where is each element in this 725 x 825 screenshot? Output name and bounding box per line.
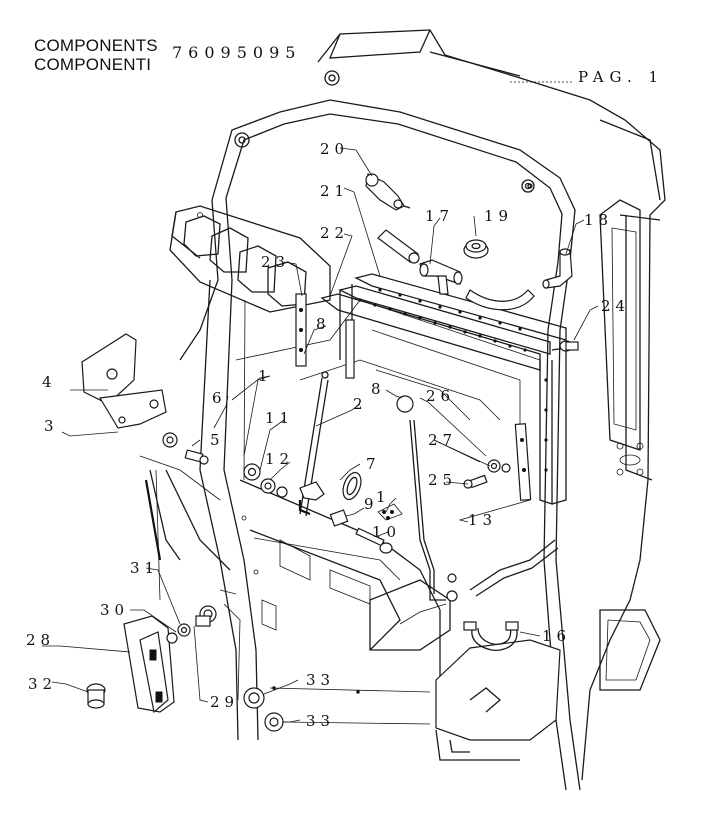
cab-rear-shell <box>317 29 666 781</box>
window-seal <box>235 299 541 500</box>
callout-30: 30 <box>100 601 130 619</box>
callout-20: 20 <box>320 140 350 158</box>
callout-29: 29 <box>210 693 240 711</box>
hose-curved <box>465 289 535 311</box>
callout-10: 10 <box>372 523 402 541</box>
callout-24: 24 <box>601 297 631 315</box>
tank-cover <box>435 639 561 761</box>
callout-28: 28 <box>26 631 56 649</box>
hinge-28 <box>123 615 175 714</box>
callout-12: 12 <box>265 450 295 468</box>
callout-1b: 1 <box>376 488 391 506</box>
strap-16 <box>463 621 519 651</box>
seal-holes <box>358 288 548 472</box>
strip-13 <box>514 423 532 501</box>
callout-21: 21 <box>320 182 350 200</box>
washers-33 <box>243 686 431 732</box>
callout-18: 18 <box>584 211 614 229</box>
title-componenti: COMPONENTI <box>34 55 152 74</box>
hinge-plate-4 <box>81 333 167 429</box>
callout-5: 5 <box>210 431 225 449</box>
callout-27: 27 <box>428 431 458 449</box>
bolts-9-10 <box>329 503 403 554</box>
callout-9: 9 <box>364 495 379 513</box>
callout-22: 22 <box>320 224 350 242</box>
callout-8b: 8 <box>371 380 386 398</box>
hose-sleeve <box>377 229 420 264</box>
grommet-19 <box>463 239 489 259</box>
callout-13: 13 <box>468 511 498 529</box>
callout-26: 26 <box>426 387 456 405</box>
part-number: 76095095 <box>172 43 302 62</box>
title-components: COMPONENTS <box>34 36 158 55</box>
callout-6: 6 <box>212 389 227 407</box>
callout-7: 7 <box>366 455 381 473</box>
callout-4: 4 <box>42 373 57 391</box>
callout-17: 17 <box>425 207 455 225</box>
callout-1: 1 <box>258 367 273 385</box>
callout-8a: 8 <box>316 315 331 333</box>
callout-23: 23 <box>261 253 291 271</box>
callout-33b: 33 <box>306 712 336 730</box>
callout-33a: 33 <box>306 671 336 689</box>
strip-23 <box>295 293 355 379</box>
latch-7 <box>342 471 362 501</box>
fitting-20 <box>365 173 411 211</box>
glass-panel-left <box>139 455 241 701</box>
page-label: PAG. 1 <box>578 68 665 86</box>
callout-19: 19 <box>484 207 514 225</box>
small-parts-cluster <box>162 432 325 516</box>
callout-31: 31 <box>130 559 160 577</box>
bolt-24 <box>559 340 579 352</box>
elbow-18 <box>542 248 573 289</box>
callout-11: 11 <box>265 409 295 427</box>
callout-32: 32 <box>28 675 58 693</box>
bolt-32 <box>86 683 106 709</box>
tee-17 <box>419 259 463 295</box>
callout-25: 25 <box>428 471 458 489</box>
callout-2: 2 <box>353 395 368 413</box>
bolt-25 <box>463 474 488 489</box>
leader-lines <box>42 147 599 723</box>
nut-27 <box>487 459 511 473</box>
callout-3: 3 <box>44 417 59 435</box>
fasteners-29-30 <box>166 605 217 644</box>
gas-struts <box>299 371 458 602</box>
callout-16: 16 <box>542 627 572 645</box>
